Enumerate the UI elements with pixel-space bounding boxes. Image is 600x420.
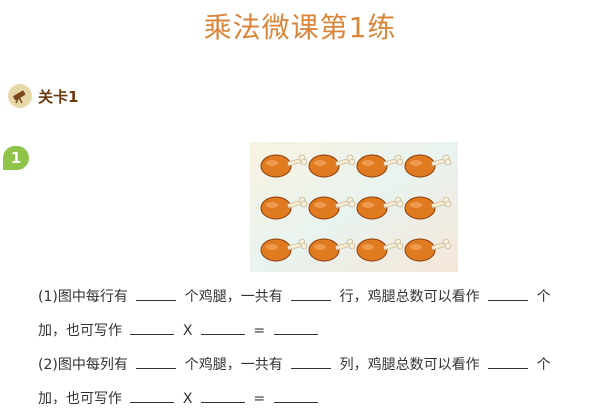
answer-blank[interactable]	[136, 355, 177, 369]
answer-blank[interactable]	[200, 321, 245, 335]
answer-blank[interactable]	[291, 287, 332, 301]
answer-blank[interactable]	[136, 287, 177, 301]
page-title: 乘法微课第1练	[203, 11, 397, 44]
answer-blank[interactable]	[291, 355, 332, 369]
answer-blank[interactable]	[488, 287, 529, 301]
question-number-badge: 1	[3, 146, 29, 170]
question-line-3: (2)图中每列有 个鸡腿，一共有 列，鸡腿总数可以看作 个	[38, 355, 551, 373]
level-header: 关卡1	[8, 84, 78, 108]
answer-blank[interactable]	[273, 389, 318, 403]
telescope-icon	[8, 84, 32, 108]
answer-blank[interactable]	[488, 355, 529, 369]
question-line-2: 加，也可写作 X =	[38, 320, 322, 340]
question-line-1: (1)图中每行有 个鸡腿，一共有 行，鸡腿总数可以看作 个	[38, 287, 551, 305]
answer-blank[interactable]	[200, 389, 245, 403]
answer-blank[interactable]	[130, 389, 175, 403]
answer-blank[interactable]	[130, 321, 175, 335]
answer-blank[interactable]	[273, 321, 318, 335]
question-line-4: 加，也可写作 X =	[38, 388, 322, 408]
level-label: 关卡1	[38, 87, 79, 106]
drumstick-picture	[250, 142, 458, 272]
